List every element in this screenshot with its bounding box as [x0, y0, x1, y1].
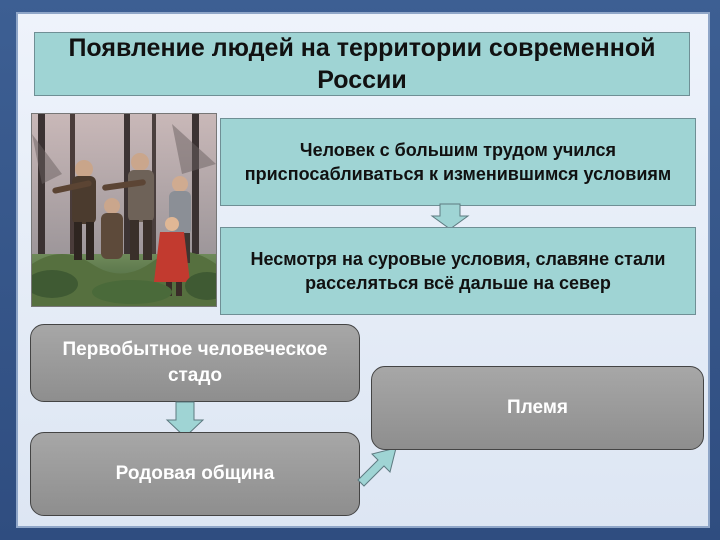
note-adaptation: Человек с большим трудом учился приспоса…	[220, 118, 696, 206]
down-arrow-icon	[430, 203, 470, 230]
forest-people-illustration	[32, 114, 216, 306]
diagonal-arrow-icon	[357, 447, 397, 487]
note-settlement: Несмотря на суровые условия, славяне ста…	[220, 227, 696, 315]
stage-clan-community: Родовая община	[30, 432, 360, 516]
stage-tribe: Племя	[371, 366, 704, 450]
stage-primitive-herd: Первобытное человеческое стадо	[30, 324, 360, 402]
illustration-image	[31, 113, 217, 307]
slide-title: Появление людей на территории современно…	[34, 32, 690, 96]
down-arrow-icon	[165, 401, 205, 438]
